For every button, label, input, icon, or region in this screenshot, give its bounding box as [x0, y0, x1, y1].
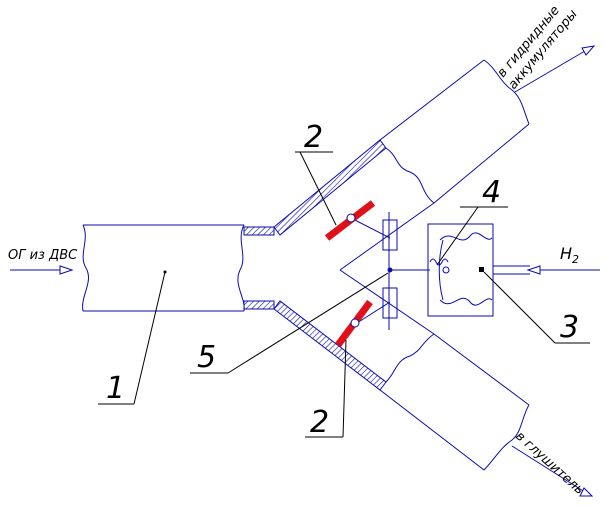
label-5: 5 [197, 340, 216, 375]
damper-linkage [350, 212, 430, 330]
inlet-pipe [82, 224, 245, 312]
h2-label: H2 [560, 244, 579, 266]
exhaust-inlet-arrow [10, 265, 74, 275]
label-1: 1 [106, 371, 125, 406]
lower-outlet-pipe [339, 269, 530, 471]
hatched-walls [243, 139, 387, 391]
label-4: 4 [482, 175, 501, 210]
controller-box [427, 223, 530, 317]
label-3: 3 [560, 310, 579, 345]
label-2-top: 2 [304, 120, 323, 155]
upper-outlet-arrow [514, 45, 596, 93]
inlet-label: ОГ из ДВС [8, 248, 78, 263]
label-2-bottom: 2 [310, 405, 329, 440]
lower-outlet-label: в глушитель [512, 429, 586, 498]
upper-outlet-pipe [339, 59, 530, 271]
leader-lines [98, 151, 590, 438]
lower-damper [335, 299, 373, 348]
h2-inlet-arrow [526, 265, 600, 275]
lower-outlet-arrow [511, 445, 594, 497]
upper-damper [324, 200, 376, 241]
